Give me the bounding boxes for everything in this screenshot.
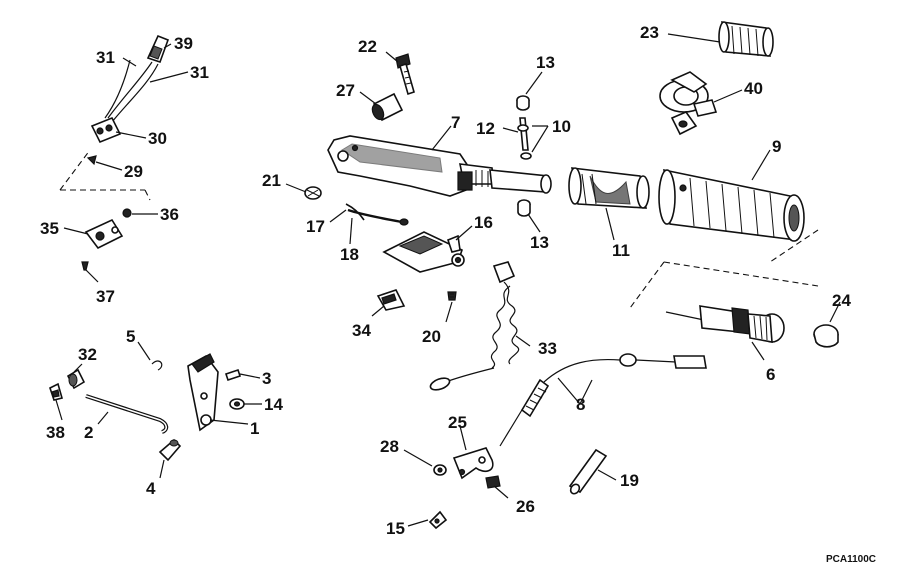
sleeve-19 (568, 448, 608, 495)
callout-4: 4 (146, 479, 156, 498)
screw-26 (485, 475, 501, 489)
callout-21: 21 (262, 171, 281, 190)
cable-8 (499, 353, 707, 447)
callout-3: 3 (262, 369, 271, 388)
wire-plug-30 (90, 116, 122, 144)
callout-32: 32 (78, 345, 97, 364)
callout-27: 27 (336, 81, 355, 100)
callout-39: 39 (174, 34, 193, 53)
clip-5 (151, 360, 163, 371)
throttle-arm-1 (187, 353, 219, 432)
callout-10: 10 (552, 117, 571, 136)
clip-38 (49, 382, 63, 401)
callout-6: 6 (766, 365, 775, 384)
screw-20 (447, 291, 457, 301)
callout-leaders (55, 33, 841, 527)
callout-23: 23 (640, 23, 659, 42)
washer-14 (229, 398, 245, 410)
cap-23 (718, 21, 774, 57)
bushing-13-bottom (517, 199, 531, 217)
kill-switch-16 (382, 231, 465, 273)
callout-34: 34 (352, 321, 371, 340)
pin-12 (519, 117, 529, 151)
washer-28 (433, 464, 447, 476)
callout-20: 20 (422, 327, 441, 346)
callout-40: 40 (744, 79, 763, 98)
coiled-lanyard-33 (429, 261, 520, 391)
assembly-line-left-3 (144, 189, 151, 201)
link-25 (452, 447, 494, 480)
pin-3 (224, 368, 242, 382)
nut-36 (122, 208, 132, 218)
callout-37: 37 (96, 287, 115, 306)
callout-30: 30 (148, 129, 167, 148)
wire-leads-17 (345, 203, 409, 226)
callout-12: 12 (476, 119, 495, 138)
callout-5: 5 (126, 327, 135, 346)
callout-26: 26 (516, 497, 535, 516)
callout-17: 17 (306, 217, 325, 236)
screw-37 (81, 261, 89, 271)
steering-handle-bracket-7 (327, 135, 552, 197)
throttle-shaft-11 (568, 167, 650, 209)
assembly-line-right-1 (663, 261, 819, 287)
callout-38: 38 (46, 423, 65, 442)
callout-33: 33 (538, 339, 557, 358)
callout-29: 29 (124, 162, 143, 181)
washer-21 (304, 186, 322, 200)
callout-31-left: 31 (96, 48, 115, 67)
grip-9 (658, 168, 805, 242)
bracket-35 (84, 218, 124, 250)
wire-leads-31 (104, 59, 159, 123)
callout-2: 2 (84, 423, 93, 442)
callout-35: 35 (40, 219, 59, 238)
bushing-10-pair (517, 124, 532, 160)
screw-29 (86, 155, 97, 166)
callout-1: 1 (250, 419, 259, 438)
bushing-13-top (516, 95, 530, 111)
bushing-32 (66, 368, 86, 390)
callout-36: 36 (160, 205, 179, 224)
spacer-27 (371, 92, 404, 122)
callout-13-top: 13 (536, 53, 555, 72)
callout-15: 15 (386, 519, 405, 538)
bolt-22 (395, 53, 415, 96)
link-rod-2 (85, 394, 169, 434)
callout-24: 24 (832, 291, 851, 310)
callout-13-bottom: 13 (530, 233, 549, 252)
callout-31-right: 31 (190, 63, 209, 82)
callout-14: 14 (264, 395, 283, 414)
callout-labels: 39 31 31 30 29 35 36 37 32 38 2 4 5 1 3 … (40, 23, 851, 538)
throttle-cable-drum-6 (665, 305, 785, 343)
callout-11: 11 (612, 241, 630, 260)
figure-reference: PCA1100C (826, 554, 876, 565)
callout-19: 19 (620, 471, 639, 490)
callout-7: 7 (451, 113, 460, 132)
clip-15 (428, 510, 448, 530)
callout-28: 28 (380, 437, 399, 456)
clip-34 (376, 289, 406, 311)
callout-9: 9 (772, 137, 781, 156)
callout-8: 8 (576, 395, 585, 414)
friction-adjuster-40 (659, 71, 718, 136)
callout-18: 18 (340, 245, 359, 264)
end-cap-24 (813, 324, 839, 348)
assembly-line-right-2 (629, 261, 665, 309)
callout-25: 25 (448, 413, 467, 432)
callout-22: 22 (358, 37, 377, 56)
assembly-line-left (59, 149, 91, 191)
callout-16: 16 (474, 213, 493, 232)
ball-joint-4 (158, 438, 182, 462)
connector-39 (146, 34, 170, 64)
